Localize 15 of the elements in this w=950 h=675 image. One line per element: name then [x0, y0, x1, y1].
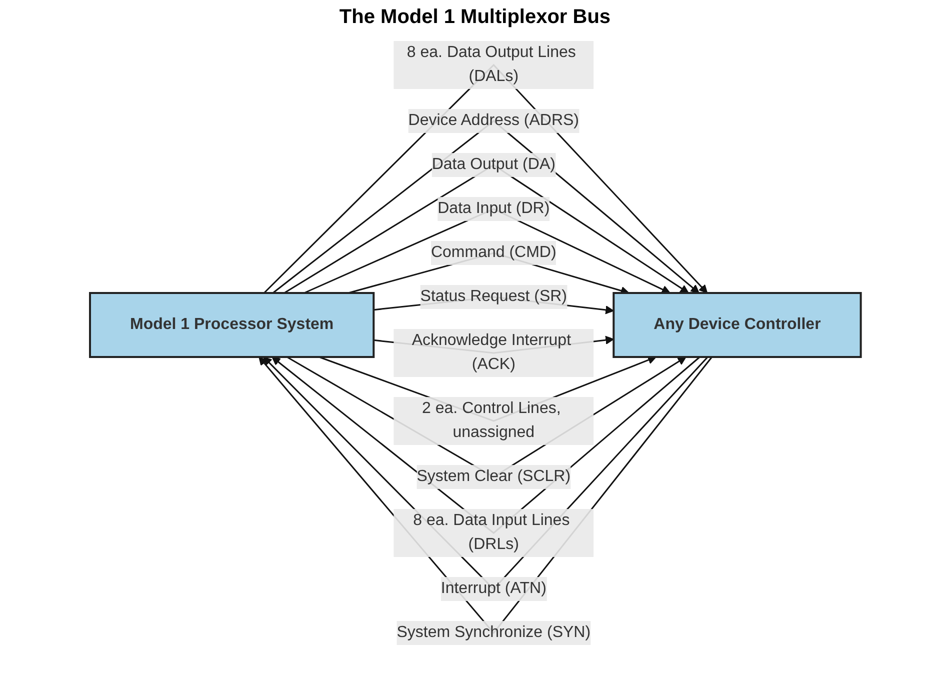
node-box: Any Device Controller — [612, 292, 862, 358]
edge-label: Status Request (SR) — [420, 288, 567, 305]
edge-label: System Synchronize (SYN) — [396, 624, 590, 641]
edge-label: Command (CMD) — [430, 244, 556, 261]
edge-label: Acknowledge Interrupt (ACK) — [411, 332, 571, 373]
edge-label: Data Input (DR) — [437, 200, 550, 217]
edge-label: Interrupt (ATN) — [440, 580, 546, 597]
edge-label: 8 ea. Data Input Lines (DRLs) — [412, 512, 570, 553]
diagram-title: The Model 1 Multiplexor Bus — [338, 6, 612, 29]
edge-label: Data Output (DA) — [431, 156, 556, 173]
node-box: Model 1 Processor System — [88, 292, 374, 358]
edge-label: System Clear (SCLR) — [416, 468, 570, 485]
edge-label: 2 ea. Control Lines, unassigned — [422, 400, 560, 441]
edge-label: Device Address (ADRS) — [408, 112, 579, 129]
edge-label: 8 ea. Data Output Lines (DALs) — [406, 44, 576, 85]
